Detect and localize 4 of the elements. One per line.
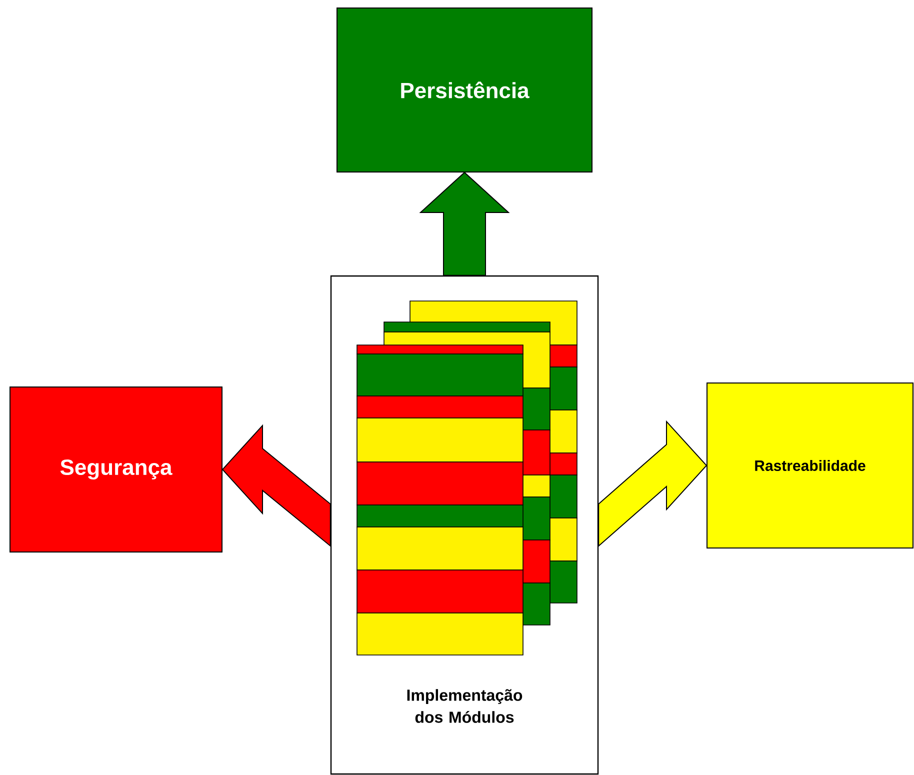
module-box: Persistência xyxy=(336,7,592,172)
module-box: Segurança xyxy=(10,386,222,552)
module-box: Rastreabilidade xyxy=(706,382,914,548)
block-arrow xyxy=(419,172,510,276)
